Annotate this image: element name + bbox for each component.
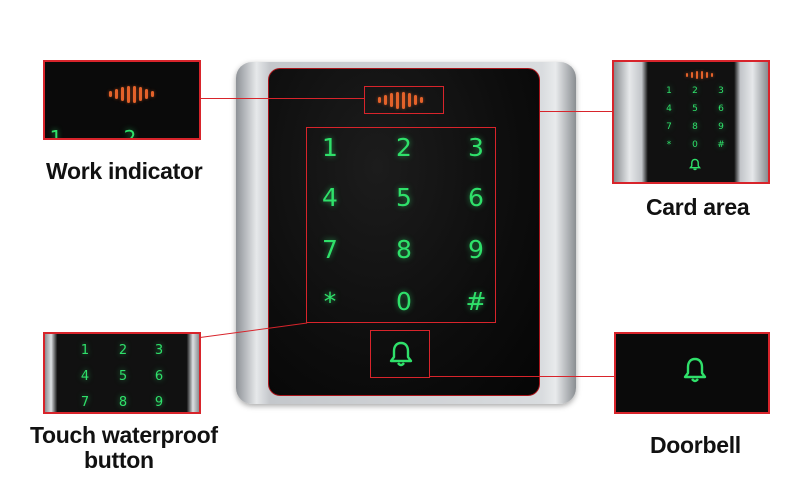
doorbell-label: Doorbell [650, 432, 741, 458]
inset-work-key: 1 [49, 126, 63, 140]
touch-button-key: 4 [80, 369, 90, 384]
connector-card [540, 111, 612, 112]
touch-button-label-line1: Touch waterproof [30, 422, 218, 448]
touch-button-key: 7 [80, 395, 90, 410]
touch-button-key: 2 [118, 343, 128, 358]
card-area-key: 4 [666, 104, 672, 114]
work-indicator-zoom-icon [109, 84, 154, 104]
keypad-key[interactable]: 9 [468, 235, 484, 264]
card-area-key: 3 [718, 86, 724, 96]
keypad-key[interactable]: 8 [396, 235, 412, 264]
touch-button-label-line2: button [84, 447, 154, 473]
keypad-key[interactable]: 5 [396, 183, 412, 212]
card-area-key: 5 [692, 104, 698, 114]
card-area-key: 8 [692, 122, 698, 132]
keypad-key[interactable]: 6 [468, 183, 484, 212]
keypad-key[interactable]: 0 [396, 287, 412, 316]
keypad-key[interactable]: # [465, 287, 487, 316]
inset-work-key: 2 [123, 126, 137, 140]
touch-button-key: 9 [154, 395, 164, 410]
keypad-key[interactable]: 7 [322, 235, 338, 264]
card-area-key: 0 [692, 140, 698, 150]
touch-button-key: 5 [118, 369, 128, 384]
keypad-key[interactable]: 2 [396, 133, 412, 162]
doorbell-callout [614, 332, 770, 414]
work-indicator-callout: 1 2 [43, 60, 201, 140]
keypad-key[interactable]: 1 [322, 133, 338, 162]
card-area-key: 6 [718, 104, 724, 114]
keypad-frame [306, 127, 496, 323]
card-area-key: # [717, 140, 725, 150]
card-area-key: 9 [718, 122, 724, 132]
card-area-callout: 1 2 3 4 5 6 7 8 9 * 0 # [612, 60, 770, 184]
keypad-key[interactable]: 3 [468, 133, 484, 162]
touch-button-key: 1 [80, 343, 90, 358]
card-area-key: 7 [666, 122, 672, 132]
work-indicator-icon [378, 90, 423, 110]
card-area-bell-icon [689, 158, 701, 171]
touch-button-key: 6 [154, 369, 164, 384]
keypad-key[interactable]: 4 [322, 183, 338, 212]
touch-button-callout: 1 2 3 4 5 6 7 8 9 [43, 332, 201, 414]
card-area-indicator-icon [686, 70, 713, 80]
doorbell-zoom-bell-icon [683, 357, 707, 383]
work-indicator-frame [364, 86, 444, 114]
connector-work [200, 98, 364, 99]
card-area-key: 1 [666, 86, 672, 96]
touch-button-key: 8 [118, 395, 128, 410]
card-area-key: 2 [692, 86, 698, 96]
doorbell-frame [370, 330, 430, 378]
connector-doorbell [430, 376, 616, 377]
card-area-label: Card area [646, 194, 750, 220]
keypad-panel [268, 68, 540, 396]
bell-icon[interactable] [388, 340, 414, 368]
work-indicator-label: Work indicator [46, 158, 203, 184]
card-area-key: * [666, 140, 672, 150]
touch-button-key: 3 [154, 343, 164, 358]
keypad-key[interactable]: * [323, 287, 337, 316]
